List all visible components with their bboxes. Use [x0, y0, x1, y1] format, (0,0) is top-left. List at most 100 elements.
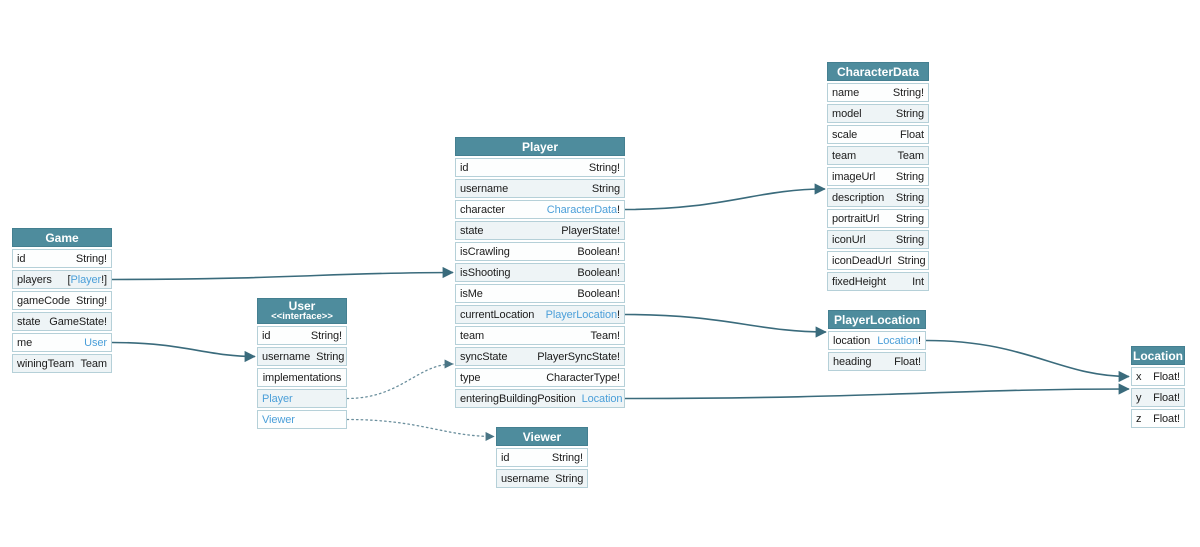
- type-link[interactable]: CharacterData: [546, 203, 618, 216]
- entity-title: Player: [521, 139, 559, 154]
- field-name: me: [17, 336, 33, 349]
- field-row-implementations[interactable]: implementations: [257, 368, 347, 387]
- entity-header-viewer[interactable]: Viewer: [496, 427, 588, 446]
- field-type: String!: [551, 451, 583, 464]
- field-row-model[interactable]: model String: [827, 104, 929, 123]
- field-name: location: [833, 334, 871, 347]
- field-type: String: [895, 107, 924, 120]
- entity-header-playerlocation[interactable]: PlayerLocation: [828, 310, 926, 329]
- field-name: isCrawling: [460, 245, 510, 258]
- field-type[interactable]: Location!: [877, 334, 921, 347]
- field-row-viewer[interactable]: Viewer: [257, 410, 347, 429]
- field-type: CharacterType!: [546, 371, 620, 384]
- field-name: winingTeam: [17, 357, 75, 370]
- entity-header-characterdata[interactable]: CharacterData: [827, 62, 929, 81]
- field-name: character: [460, 203, 505, 216]
- type-link[interactable]: Location: [877, 334, 919, 347]
- field-row-currentlocation[interactable]: currentLocation PlayerLocation!: [455, 305, 625, 324]
- field-type: PlayerSyncState!: [537, 350, 620, 363]
- type-link[interactable]: Location: [581, 392, 623, 405]
- field-name: team: [832, 149, 857, 162]
- field-row-character[interactable]: character CharacterData!: [455, 200, 625, 219]
- field-row-player[interactable]: Player: [257, 389, 347, 408]
- field-type: String: [316, 350, 345, 363]
- field-row-winingteam[interactable]: winingTeam Team: [12, 354, 112, 373]
- entity-title: Location: [1133, 348, 1183, 363]
- field-name: description: [832, 191, 885, 204]
- field-row-me[interactable]: me User: [12, 333, 112, 352]
- field-type: Int: [912, 275, 924, 288]
- field-type: String: [895, 212, 924, 225]
- field-row-name[interactable]: name String!: [827, 83, 929, 102]
- entity-title: PlayerLocation: [833, 312, 921, 327]
- entity-header-player[interactable]: Player: [455, 137, 625, 156]
- type-link[interactable]: Player: [70, 273, 102, 286]
- field-name: gameCode: [17, 294, 71, 307]
- field-name: username: [501, 472, 550, 485]
- field-name: z: [1136, 412, 1142, 425]
- field-name[interactable]: Viewer: [262, 413, 295, 426]
- field-name: isMe: [460, 287, 483, 300]
- field-type[interactable]: [Player!]: [67, 273, 108, 286]
- field-type[interactable]: PlayerLocation!: [545, 308, 620, 321]
- entity-header-user[interactable]: User <<interface>>: [257, 298, 347, 324]
- field-name: name: [832, 86, 860, 99]
- field-row-id[interactable]: id String!: [496, 448, 588, 467]
- field-name: username: [262, 350, 311, 363]
- field-row-location[interactable]: location Location!: [828, 331, 926, 350]
- field-type: String: [895, 233, 924, 246]
- entity-header-location[interactable]: Location: [1131, 346, 1185, 365]
- field-name: model: [832, 107, 862, 120]
- field-type: String: [897, 254, 926, 267]
- field-name: id: [501, 451, 510, 464]
- field-type: Team!: [590, 329, 621, 342]
- edge-game-players: [111, 266, 454, 281]
- field-name: id: [460, 161, 469, 174]
- type-link[interactable]: PlayerLocation: [545, 308, 618, 321]
- field-type: Team: [80, 357, 108, 370]
- field-type[interactable]: User: [84, 337, 107, 349]
- field-type: String!: [892, 86, 924, 99]
- type-link[interactable]: User: [84, 336, 107, 349]
- field-type[interactable]: Location: [582, 393, 623, 405]
- field-row-username[interactable]: username String: [257, 347, 347, 366]
- entity-header-game[interactable]: Game: [12, 228, 112, 247]
- field-name: implementations: [262, 371, 342, 384]
- field-type: Float!: [1153, 391, 1180, 404]
- field-row-players[interactable]: players[Player!]: [12, 270, 112, 289]
- field-name[interactable]: Player: [262, 392, 293, 405]
- field-name: currentLocation: [460, 308, 535, 321]
- field-type[interactable]: CharacterData!: [546, 203, 620, 216]
